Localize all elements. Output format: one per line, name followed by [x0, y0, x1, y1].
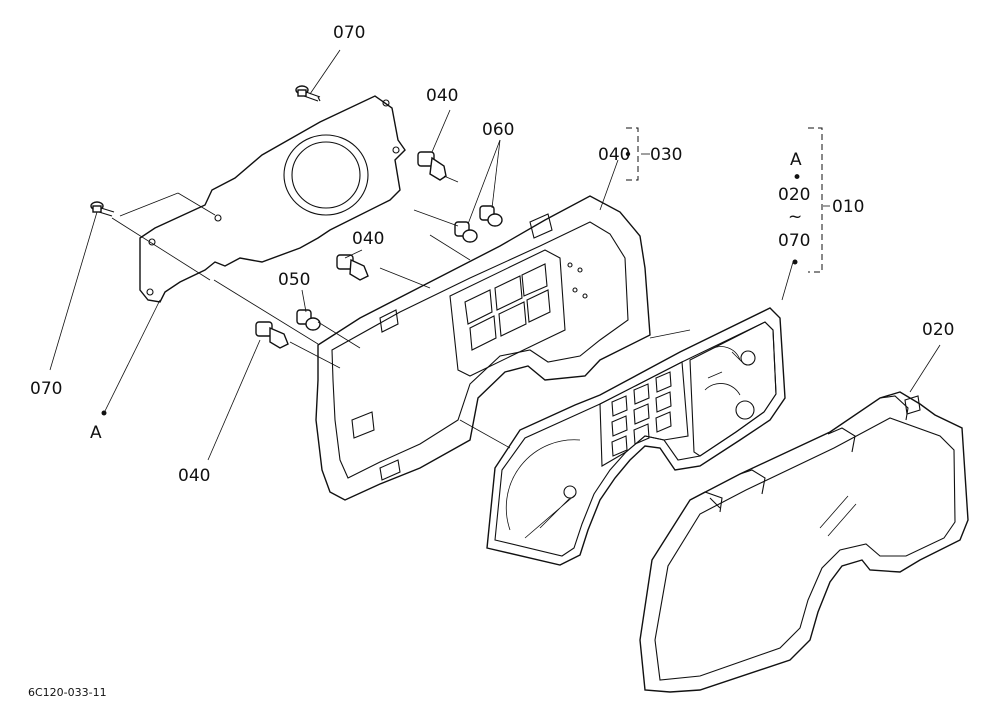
back-plate: [139, 95, 406, 303]
label-group-020: 020: [778, 185, 810, 205]
bulbs-060: [454, 205, 503, 243]
socket-050: [296, 309, 321, 331]
label-group-010: 010: [832, 197, 864, 217]
bulb-top: [417, 151, 447, 181]
bracket-010: [808, 127, 823, 273]
screw-left: [90, 201, 115, 217]
bulb-bottom: [255, 321, 289, 349]
label-cover-020: 020: [922, 320, 954, 340]
footer-code: 6C120-033-11: [28, 686, 107, 699]
label-bulbs-060: 060: [482, 120, 514, 140]
label-screw-left: 070: [30, 379, 62, 399]
dial-panel: [486, 307, 786, 566]
label-group-040: 040: [598, 145, 630, 165]
label-group-dot: •: [792, 168, 802, 188]
leader-lines: [49, 49, 941, 461]
label-bulb-top: 040: [426, 86, 458, 106]
front-cover: [639, 391, 969, 693]
bracket-030: [625, 127, 639, 181]
label-group-a: A: [790, 150, 802, 170]
label-group-tilde: ~: [788, 207, 802, 227]
label-group-030: 030: [650, 145, 682, 165]
meter-housing: [315, 195, 651, 501]
bulb-mid: [336, 254, 369, 281]
label-screw-top: 070: [333, 23, 365, 43]
label-group-070: 070: [778, 231, 810, 251]
screw-top: [295, 85, 321, 102]
label-bulb-mid: 040: [352, 229, 384, 249]
label-ref-a: A: [90, 423, 102, 443]
labels: 070 040 060 040 030 A • 020 ~ 070 010 04…: [28, 23, 954, 699]
label-bulb-bottom: 040: [178, 466, 210, 486]
label-socket-050: 050: [278, 270, 310, 290]
